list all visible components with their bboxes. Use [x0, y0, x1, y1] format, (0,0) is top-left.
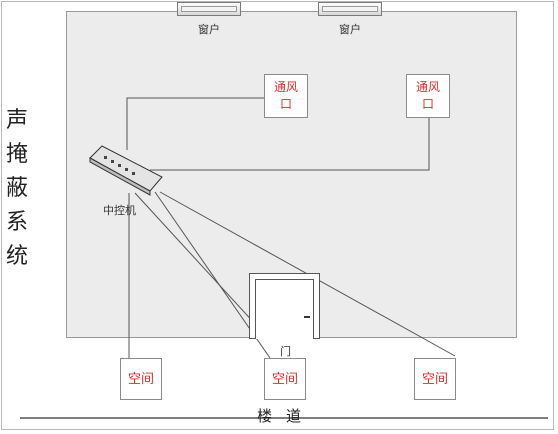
- vent-left-label-line2: 口: [279, 97, 292, 111]
- space-right: 空间: [414, 358, 456, 400]
- space-left: 空间: [120, 358, 162, 400]
- space-middle: 空间: [264, 358, 306, 400]
- vent-left: 通风 口: [264, 74, 308, 118]
- door-label: 门: [280, 345, 291, 358]
- diagram-frame: [1, 1, 554, 430]
- wire-to-vent-right: [150, 118, 430, 171]
- wire-to-vent-left: [126, 97, 264, 150]
- vent-right: 通风 口: [406, 74, 450, 118]
- wire-to-door: [134, 192, 269, 339]
- door-handle-icon: [304, 316, 310, 318]
- system-title: 声掩蔽系统: [5, 108, 28, 269]
- corridor-label: 楼道: [256, 407, 315, 425]
- vent-left-label-line1: 通风: [273, 80, 298, 94]
- controller-device: [89, 145, 163, 196]
- window-left-label: 窗户: [198, 23, 220, 36]
- window-right-label: 窗户: [339, 23, 361, 36]
- controller-label: 中控机: [103, 204, 136, 217]
- vent-right-label-line1: 通风: [415, 80, 440, 94]
- door: [249, 273, 320, 339]
- window-left: [177, 2, 241, 16]
- vent-right-label-line2: 口: [421, 97, 434, 111]
- window-right: [318, 2, 382, 16]
- door-leaf: [255, 279, 314, 339]
